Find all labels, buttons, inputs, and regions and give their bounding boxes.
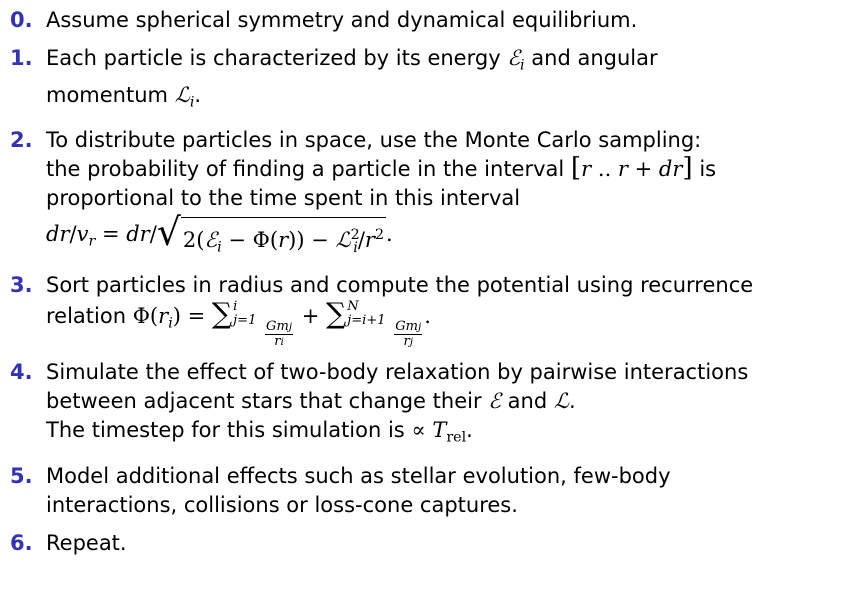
step-5: 5. Model additional effects such as stel… <box>10 462 853 520</box>
step-number: 3. <box>10 272 33 297</box>
step-number: 4. <box>10 360 33 385</box>
step-0: 0. Assume spherical symmetry and dynamic… <box>10 6 853 35</box>
timestep-formula: ∝ Trel <box>411 418 467 446</box>
step-text: Repeat. <box>46 529 853 558</box>
text-line: between adjacent stars that change their… <box>46 389 576 414</box>
text-line: Repeat. <box>46 530 127 555</box>
step-text: Simulate the effect of two-body relaxati… <box>46 358 853 453</box>
text-line: Simulate the effect of two-body relaxati… <box>46 360 749 385</box>
text-line: To distribute particles in space, use th… <box>46 128 702 153</box>
step-6: 6. Repeat. <box>10 529 853 558</box>
step-number: 0. <box>10 8 33 32</box>
time-formula: dr/vr = dr/√2(ℰi − Φ(r)) − ℒ2i/r2. <box>46 213 853 261</box>
step-1: 1. Each particle is characterized by its… <box>10 44 853 117</box>
text-line: Assume spherical symmetry and dynamical … <box>46 8 638 32</box>
text-line: The timestep for this simulation is ∝ Tr… <box>46 418 473 446</box>
step-text: Each particle is characterized by its en… <box>46 44 853 117</box>
angular-momentum-symbol: ℒi <box>174 82 195 111</box>
text-line: Each particle is characterized by its en… <box>46 46 658 74</box>
energy-symbol: ℰi <box>507 46 525 74</box>
text-line: Model additional effects such as stellar… <box>46 463 671 488</box>
step-text: Assume spherical symmetry and dynamical … <box>46 6 853 35</box>
step-4: 4. Simulate the effect of two-body relax… <box>10 358 853 453</box>
step-number: 1. <box>10 46 33 70</box>
step-number: 6. <box>10 530 33 555</box>
step-text: Model additional effects such as stellar… <box>46 462 853 520</box>
step-3: 3. Sort particles in radius and compute … <box>10 271 853 350</box>
step-number: 5. <box>10 463 33 488</box>
step-number: 2. <box>10 128 33 153</box>
text-line: Sort particles in radius and compute the… <box>46 272 754 297</box>
step-text: Sort particles in radius and compute the… <box>46 271 853 350</box>
interval-formula: [r .. r + dr] <box>570 153 693 184</box>
step-text: To distribute particles in space, use th… <box>46 126 853 261</box>
text-line: interactions, collisions or loss-cone ca… <box>46 492 518 517</box>
text-line: proportional to the time spent in this i… <box>46 186 521 211</box>
step-2: 2. To distribute particles in space, use… <box>10 126 853 261</box>
text-line: the probability of finding a particle in… <box>46 153 717 184</box>
text-line: momentum ℒi. <box>46 82 202 111</box>
